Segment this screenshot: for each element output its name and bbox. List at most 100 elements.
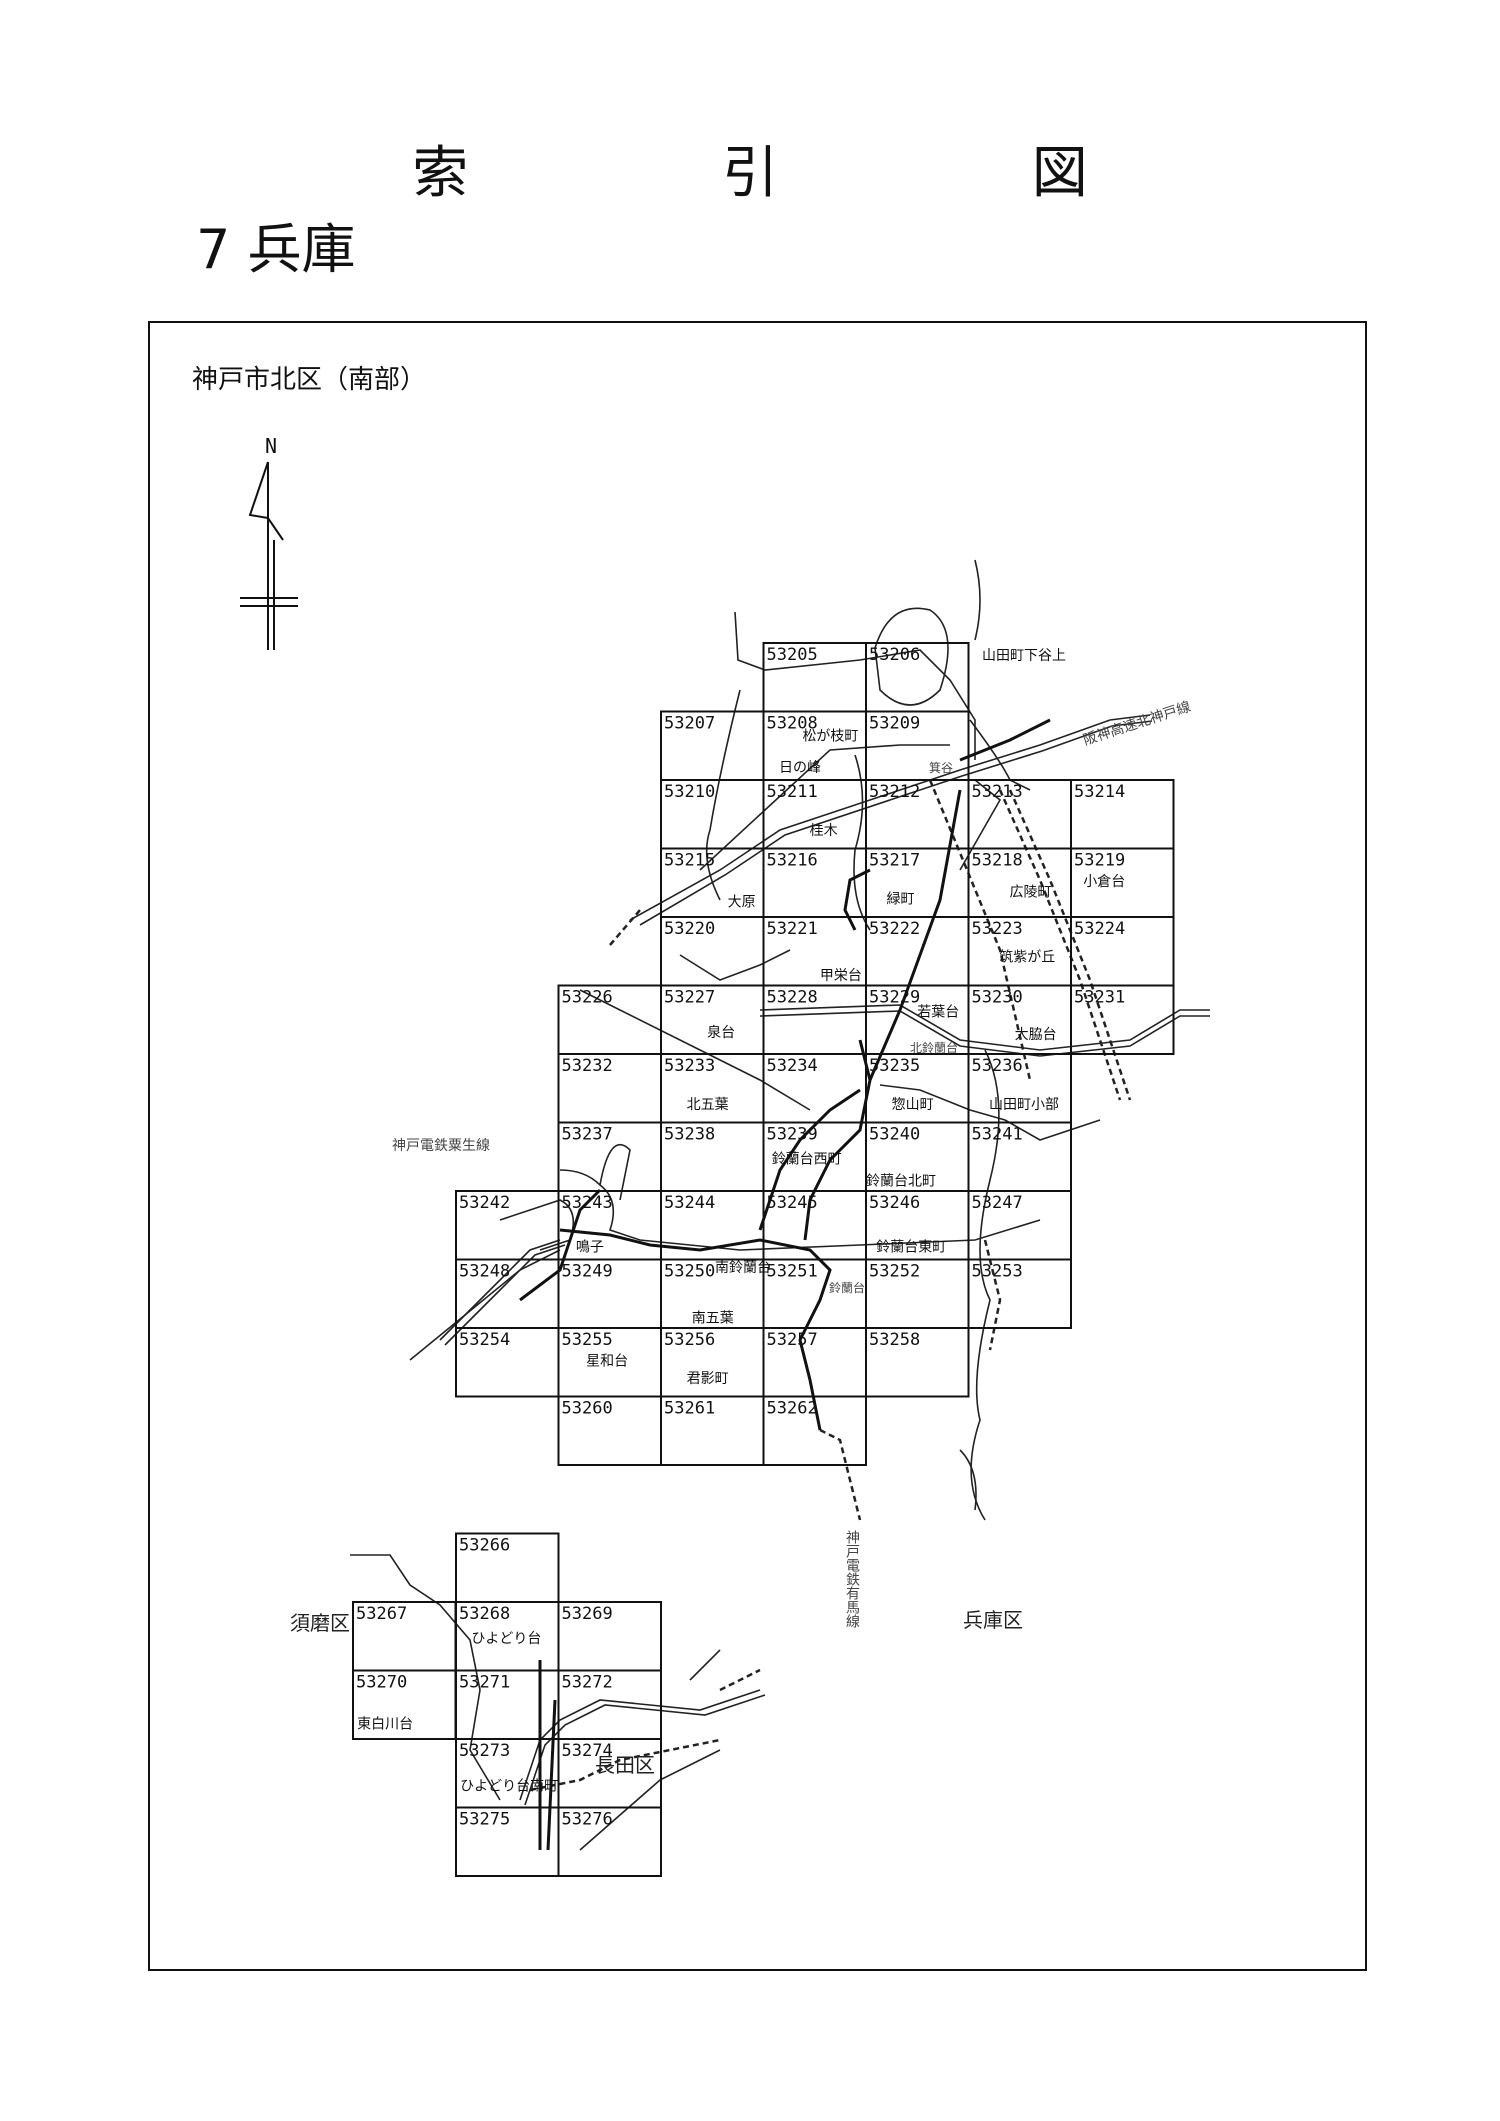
sheet-cell[interactable]: 53214 — [1070, 779, 1175, 850]
sheet-cell[interactable]: 53206 — [865, 642, 970, 713]
sheet-number: 53258 — [869, 1330, 920, 1350]
sheet-number: 53224 — [1074, 919, 1125, 939]
label-awao-line: 神戸電鉄粟生線 — [392, 1138, 490, 1154]
sheet-number: 53245 — [767, 1193, 818, 1213]
sheet-cell[interactable]: 53276 — [557, 1806, 662, 1877]
sheet-number: 53250 — [664, 1262, 715, 1282]
sheet-number: 53234 — [767, 1056, 818, 1076]
sheet-number: 53217 — [869, 851, 920, 871]
sheet-cell[interactable]: 53232 — [557, 1053, 662, 1124]
sheet-number: 53274 — [562, 1741, 613, 1761]
sheet-number: 53255 — [562, 1330, 613, 1350]
sheet-cell[interactable]: 53237 — [557, 1121, 662, 1192]
sheet-cell[interactable]: 53224 — [1070, 916, 1175, 987]
sheet-cell-border — [865, 1327, 970, 1398]
sheet-cell[interactable]: 53207 — [660, 710, 765, 781]
sheet-cell[interactable]: 53260 — [557, 1395, 662, 1466]
sheet-cell[interactable]: 53249 — [557, 1258, 662, 1329]
sheet-number: 53232 — [562, 1056, 613, 1076]
sheet-number: 53228 — [767, 988, 818, 1008]
sheet-number: 53271 — [459, 1673, 510, 1693]
sheet-cell[interactable]: 53241 — [967, 1121, 1072, 1192]
sheet-cell[interactable]: 53213 — [967, 779, 1072, 850]
sheet-place-name: 鈴蘭台西町 — [772, 1152, 842, 1168]
label-minowa: 箕谷 — [929, 761, 953, 775]
sheet-number: 53254 — [459, 1330, 510, 1350]
sheet-cell[interactable]: 53275 — [455, 1806, 560, 1877]
sheet-number: 53206 — [869, 645, 920, 665]
sheet-cell[interactable]: 53269 — [557, 1601, 662, 1672]
sheet-number: 53229 — [869, 988, 920, 1008]
sheet-number: 53243 — [562, 1193, 613, 1213]
north-arrow-icon: N — [240, 434, 298, 650]
sheet-place-name: 広陵町 — [1010, 884, 1052, 900]
sheet-cell[interactable]: 53252 — [865, 1258, 970, 1329]
sheet-place-name: 小倉台 — [1083, 874, 1125, 890]
sheet-cell[interactable]: 53253 — [967, 1258, 1072, 1329]
sheet-cell[interactable]: 53238 — [660, 1121, 765, 1192]
sheet-number: 53210 — [664, 782, 715, 802]
label-minami-suzurandai-text: 南鈴蘭台 — [715, 1260, 771, 1276]
sheet-cell[interactable]: 53262 — [762, 1395, 867, 1466]
sheet-cell[interactable]: 53257 — [762, 1327, 867, 1398]
sheet-cell[interactable]: 53221 甲栄台 — [762, 916, 867, 987]
sheet-cell[interactable]: 53261 — [660, 1395, 765, 1466]
sheet-cell[interactable]: 53217 緑町 — [865, 847, 970, 918]
sheet-cell[interactable]: 53231 — [1070, 984, 1175, 1055]
sheet-cell[interactable]: 53266 — [455, 1532, 560, 1603]
sheet-number: 53248 — [459, 1262, 510, 1282]
sheet-cell[interactable]: 53218 広陵町 — [967, 847, 1072, 918]
label-suzurandai: 鈴蘭台 — [829, 1280, 865, 1295]
sheet-place-name: 大原 — [728, 895, 756, 911]
sheet-number: 53249 — [562, 1262, 613, 1282]
sheet-place-name: 桂木 — [810, 823, 838, 839]
sheet-cell[interactable]: 53247 — [967, 1190, 1072, 1261]
sheet-number: 53231 — [1074, 988, 1125, 1008]
sheet-number: 53222 — [869, 919, 920, 939]
sheet-cell[interactable]: 53258 — [865, 1327, 970, 1398]
sheet-cell[interactable]: 53254 — [455, 1327, 560, 1398]
sheet-number: 53257 — [767, 1330, 818, 1350]
sheet-cell[interactable]: 53219 小倉台 — [1070, 847, 1175, 918]
sheet-place-name: 緑町 — [887, 891, 915, 907]
sheet-place-name: 甲栄台 — [820, 968, 862, 984]
sheet-cell[interactable]: 53250 南五葉 — [660, 1258, 765, 1329]
sheet-number: 53261 — [664, 1399, 715, 1419]
sheet-cell[interactable]: 53245 — [762, 1190, 867, 1261]
sheet-number: 53215 — [664, 851, 715, 871]
sheet-place-name: 南五葉 — [692, 1311, 734, 1327]
sheet-cell[interactable]: 53205 — [762, 642, 867, 713]
sheet-cell[interactable]: 53271 — [455, 1669, 560, 1740]
sheet-place-name: ひよどり台 — [471, 1631, 541, 1647]
sheet-cell[interactable]: 53267 — [352, 1601, 457, 1672]
sheet-number: 53218 — [972, 851, 1023, 871]
sheet-number: 53246 — [869, 1193, 920, 1213]
sheet-number: 53205 — [767, 645, 818, 665]
sheet-number: 53219 — [1074, 851, 1125, 871]
label-minami-suzurandai: 南鈴蘭台 — [715, 1260, 771, 1276]
sheet-number: 53221 — [767, 919, 818, 939]
sheet-number: 53275 — [459, 1810, 510, 1830]
sheet-cell[interactable]: 53226 — [557, 984, 662, 1055]
sheet-place-name: 北五葉 — [687, 1097, 729, 1113]
label-arima-line: 神戸電鉄有馬線 — [844, 1530, 860, 1628]
label-nagata-ku: 長田区 — [595, 1753, 655, 1777]
sheet-cell[interactable]: 53234 — [762, 1053, 867, 1124]
sheet-cell[interactable]: 53228 — [762, 984, 867, 1055]
sheet-number: 53227 — [664, 988, 715, 1008]
sheet-cell[interactable]: 53222 — [865, 916, 970, 987]
